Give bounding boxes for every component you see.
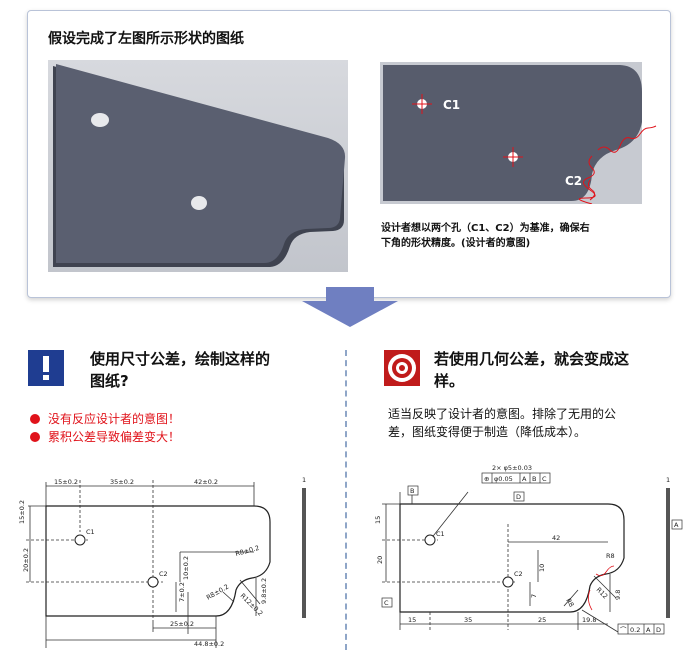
left-heading: 使用尺寸公差，绘制这样的图纸? [90,350,271,390]
svg-text:φ0.05: φ0.05 [494,475,513,483]
part-2d-view: C1 C2 [380,62,657,204]
designer-intent-note: 设计者想以两个孔（C1、C2）为基准，确保右下角的形状精度。(设计者的意图) [381,223,590,249]
svg-text:R8±0.2: R8±0.2 [234,544,260,558]
geometric-tolerance-drawing: 2× φ5±0.03 ⊕ φ0.05 A B C B D C A ⌒ 0.2 A… [374,464,683,635]
svg-text:9.8±0.2: 9.8±0.2 [260,578,268,604]
svg-text:15±0.2: 15±0.2 [54,478,78,486]
svg-text:15: 15 [408,616,416,624]
svg-text:A: A [674,521,679,529]
svg-text:25±0.2: 25±0.2 [170,620,194,628]
svg-text:⊕: ⊕ [484,475,489,483]
svg-text:D: D [656,626,661,634]
svg-text:0.2: 0.2 [630,626,640,634]
svg-text:35: 35 [464,616,472,624]
bullet-dot-icon [30,432,40,442]
svg-text:15±0.2: 15±0.2 [18,500,26,524]
svg-text:R8±0.2: R8±0.2 [205,583,230,602]
dimension-tolerance-drawing: 15±0.2 35±0.2 42±0.2 C1 C2 15±0.2 20±0.2… [18,476,306,648]
svg-text:44.8±0.2: 44.8±0.2 [194,640,224,648]
down-arrow-icon [302,287,398,327]
svg-text:A: A [522,475,527,483]
svg-text:C1: C1 [436,530,445,538]
problem-item: 没有反应设计者的意图！ [30,410,180,428]
svg-text:10: 10 [538,564,546,572]
right-heading: 若使用几何公差，就会变成这样。 [434,350,630,390]
problem-item: 累积公差导致偏差变大！ [30,428,180,446]
svg-text:15: 15 [374,516,382,524]
problem-list: 没有反应设计者的意图！ 累积公差导致偏差变大！ [30,410,180,446]
svg-text:C2: C2 [514,570,523,578]
svg-text:C1: C1 [86,528,95,536]
svg-text:1: 1 [666,476,670,484]
part-3d-image [48,60,348,272]
label-c2: C2 [565,174,582,188]
svg-text:7: 7 [530,594,538,598]
svg-text:R12: R12 [595,586,610,601]
top-title: 假设完成了左图所示形状的图纸 [48,31,244,47]
svg-text:10±0.2: 10±0.2 [182,556,190,580]
column-divider [345,350,347,650]
svg-text:C2: C2 [159,570,168,578]
svg-text:42±0.2: 42±0.2 [194,478,218,486]
svg-text:A: A [646,626,651,634]
svg-text:25: 25 [538,616,546,624]
svg-text:42: 42 [552,534,560,542]
svg-text:⌒: ⌒ [620,626,627,634]
svg-text:20±0.2: 20±0.2 [22,548,30,572]
svg-text:1: 1 [302,476,306,484]
svg-text:2× φ5±0.03: 2× φ5±0.03 [492,464,532,472]
svg-text:19.8: 19.8 [582,616,596,624]
svg-text:C: C [542,475,547,483]
svg-text:R8: R8 [564,597,575,608]
svg-text:R8: R8 [606,552,615,560]
svg-text:C: C [384,599,389,607]
bullet-dot-icon [30,414,40,424]
right-description: 适当反映了设计者的意图。排除了无用的公差，图纸变得便于制造（降低成本）。 [388,407,617,439]
target-icon [384,350,420,386]
svg-text:7±0.2: 7±0.2 [178,582,186,602]
exclamation-icon [28,350,64,386]
label-c1: C1 [443,98,460,112]
svg-text:20: 20 [376,556,384,564]
svg-text:9.8: 9.8 [614,590,622,600]
svg-text:B: B [532,475,536,483]
svg-text:D: D [516,493,521,501]
svg-text:35±0.2: 35±0.2 [110,478,134,486]
svg-text:B: B [410,487,414,495]
